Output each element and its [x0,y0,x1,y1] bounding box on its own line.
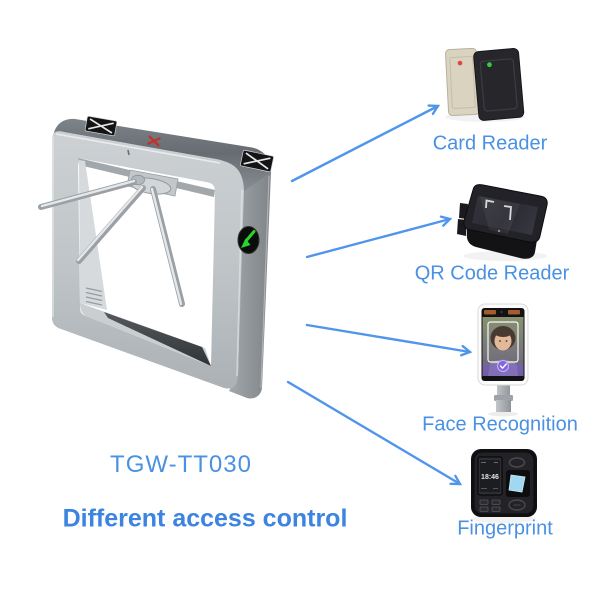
face-recognition-label: Face Recognition [422,413,578,436]
arrow-to-face-recognition [305,323,473,357]
vent-grille-icon [85,287,103,306]
swipe-panel-left-x-icon [84,115,118,137]
fingerprint-screen-time: 18:46 [481,474,499,481]
qr-code-reader-image [457,184,548,261]
turnstile-top-deck [53,118,272,198]
arrow-to-fingerprint [286,380,463,486]
turnstile-side-panel [229,172,271,399]
turnstile-inner-sill [104,312,211,366]
green-arrow-down-left-icon [237,226,260,254]
card-reader-green-led [487,62,492,68]
card-reader-label: Card Reader [432,132,548,155]
tripod-arms [38,179,185,307]
qr-reader-screen [472,196,538,235]
swipe-panel-right-x-icon [240,149,274,173]
fingerprint-speaker-icon [508,457,526,468]
arrow-to-card-reader [290,104,441,183]
turnstile-front-frame [52,131,244,389]
pointer-arrows [286,104,473,486]
qr-code-reader-label: QR Code Reader [414,262,570,285]
fingerprint-label: Fingerprint [457,517,553,540]
tagline: Different access control [62,504,348,533]
fingerprint-oval-key-icon [508,499,526,511]
qr-scan-frame-icon [485,199,512,221]
fingerprint-keypad-icon [479,499,501,512]
fingerprint-image: 18:46 [471,449,537,523]
red-cross-icon [147,135,161,147]
card-reader-image [444,47,525,122]
face-verified-badge-icon [497,360,509,372]
model-number: TGW-TT030 [110,451,252,478]
face-device-camera-icon [500,310,503,314]
face-recognition-image [477,303,529,417]
turnstile-image [38,115,274,399]
arrow-to-qr-code-reader [305,215,453,259]
fingerprint-sensor-icon [508,474,526,493]
card-reader-red-led [457,60,463,66]
